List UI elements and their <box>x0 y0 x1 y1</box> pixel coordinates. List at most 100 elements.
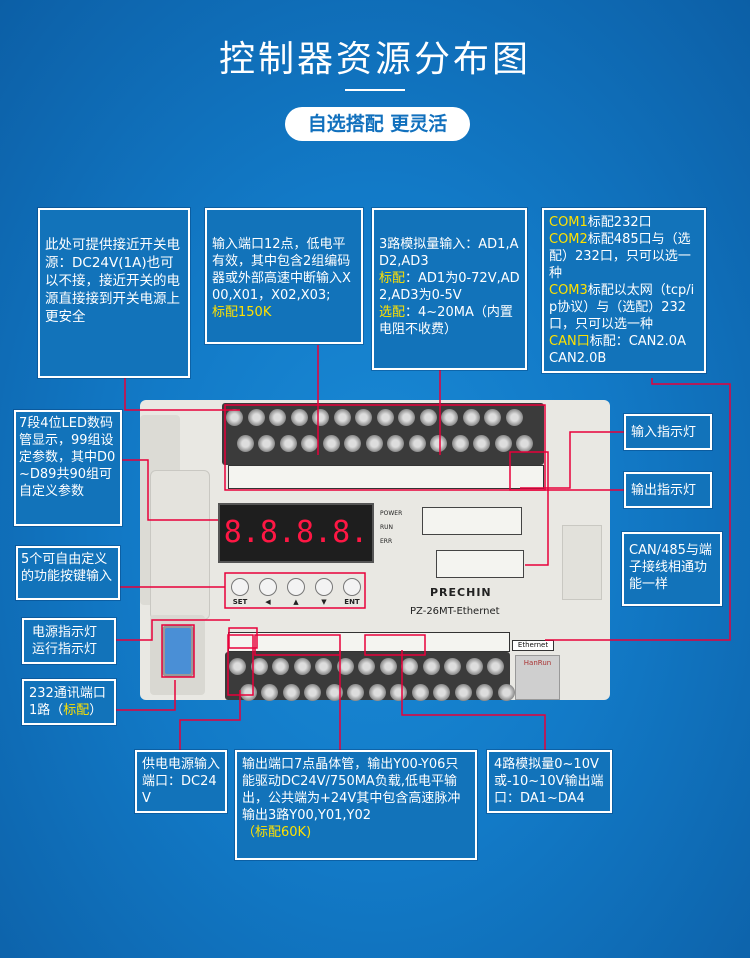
function-key-label: SET <box>232 598 248 606</box>
terminal-screw <box>368 684 386 701</box>
terminal-screw <box>301 435 319 452</box>
callout-input-ports: 输入端口12点，低电平有效，其中包含2组编码器或外部高速中断输入X00,X01，… <box>205 208 363 344</box>
bottom-terminal-block <box>225 652 515 701</box>
function-key-label: ▼ <box>321 598 327 606</box>
callout-line-power-in <box>179 690 241 750</box>
terminal-screw <box>322 435 340 452</box>
terminal-screw <box>293 658 311 675</box>
highlight-power-led <box>228 627 258 649</box>
callout-rs232-port: 232通讯端口1路（标配） <box>22 679 116 725</box>
terminal-screw <box>451 435 469 452</box>
terminal-screw <box>401 658 418 675</box>
terminal-screw <box>304 684 322 701</box>
highlight-analog-out <box>364 634 426 656</box>
terminal-screw <box>390 684 408 701</box>
highlight-db9 <box>161 624 195 678</box>
terminal-screw <box>344 435 362 452</box>
callout-power-run-leds: 电源指示灯运行指示灯 <box>22 618 116 664</box>
terminal-screw <box>441 409 458 426</box>
function-key-2[interactable] <box>287 578 305 596</box>
terminal-screw <box>325 684 343 701</box>
callout-line-led <box>122 459 218 521</box>
terminal-screw <box>347 684 365 701</box>
terminal-screw <box>269 409 286 426</box>
terminal-screw <box>484 409 501 426</box>
model-label: PZ-26MT-Ethernet <box>410 606 500 617</box>
function-key-1[interactable] <box>259 578 277 596</box>
terminal-screw <box>229 658 246 675</box>
callout-output-ports: 输出端口7点晶体管，输出Y00-Y06只能驱动DC24V/750MA负载,低电平… <box>235 750 477 860</box>
terminal-screw <box>411 684 429 701</box>
callout-analog-output: 4路模拟量0~10V或-10~10V输出端口：DA1~DA4 <box>487 750 612 813</box>
terminal-screw <box>355 409 372 426</box>
terminal-screw <box>365 435 383 452</box>
function-key-label: ◀ <box>265 598 271 606</box>
terminal-screw <box>465 658 483 675</box>
terminal-screw <box>433 684 451 701</box>
terminal-screw <box>497 684 515 701</box>
terminal-screw <box>358 658 375 675</box>
input-indicator-panel <box>422 507 522 535</box>
terminal-screw <box>312 409 329 426</box>
terminal-screw <box>333 409 351 426</box>
panel-recess <box>150 470 210 620</box>
callout-line-input-led <box>520 431 625 489</box>
callout-line-proximity <box>124 378 240 411</box>
terminal-screw <box>444 658 461 675</box>
brand-label: PRECHIN <box>430 586 492 599</box>
terminal-screw <box>272 658 289 675</box>
highlight-com <box>509 451 549 491</box>
callout-line-output-led <box>525 489 625 566</box>
highlight-power-in <box>227 634 254 696</box>
callout-proximity-power: 此处可提供接近开关电源：DC24V(1A)也可以不接，接近开关的电源直接接到开关… <box>38 208 190 378</box>
function-key-4[interactable] <box>343 578 361 596</box>
highlight-keys <box>224 572 366 609</box>
terminal-screw <box>282 684 300 701</box>
ethernet-port[interactable]: HanRun <box>515 655 560 700</box>
input-terminal-labels <box>228 465 544 489</box>
callout-can485: CAN/485与端子接线相通功能一样 <box>622 532 722 606</box>
subtitle-badge: 自选搭配 更灵活 <box>285 107 470 141</box>
terminal-screw <box>279 435 297 452</box>
callout-line-com <box>545 378 731 641</box>
function-key-3[interactable] <box>315 578 333 596</box>
terminal-screw <box>408 435 426 452</box>
top-terminal-block <box>222 403 544 465</box>
terminal-screw <box>250 658 268 675</box>
callout-power-input: 供电电源输入端口：DC24V <box>135 750 227 813</box>
terminal-screw <box>379 658 397 675</box>
callout-line-rs232 <box>115 680 176 711</box>
terminal-screw <box>476 684 494 701</box>
terminal-screw <box>494 435 512 452</box>
ethernet-label: Ethernet <box>512 640 554 651</box>
terminal-screw <box>454 684 472 701</box>
output-indicator-panel <box>436 550 524 578</box>
function-key-label: ▲ <box>293 598 299 606</box>
terminal-screw <box>422 658 440 675</box>
terminal-screw <box>258 435 276 452</box>
terminal-screw <box>398 409 415 426</box>
callout-line-power-run <box>115 619 230 641</box>
terminal-screw <box>247 409 265 426</box>
callout-led-display: 7段4位LED数码管显示，99组设定参数，其中D0~D89共90组可自定义参数 <box>14 410 122 526</box>
callout-line-analog-out <box>401 650 546 750</box>
terminal-screw <box>226 409 243 426</box>
function-key-0[interactable] <box>231 578 249 596</box>
side-cover <box>562 525 602 600</box>
terminal-screw <box>236 435 254 452</box>
terminal-screw <box>419 409 437 426</box>
terminal-screw <box>261 684 279 701</box>
terminal-screw <box>516 435 534 452</box>
terminal-screw <box>473 435 491 452</box>
function-key-label: ENT <box>344 598 360 606</box>
db9-rs232-port[interactable] <box>162 625 194 677</box>
terminal-screw <box>376 409 394 426</box>
callout-input-indicator: 输入指示灯 <box>624 414 712 450</box>
callout-function-keys: 5个可自由定义的功能按键输入 <box>16 546 120 600</box>
highlight-inputs <box>224 404 546 491</box>
callout-output-indicator: 输出指示灯 <box>624 472 712 508</box>
led-display: 8.8.8.8. <box>218 503 374 563</box>
